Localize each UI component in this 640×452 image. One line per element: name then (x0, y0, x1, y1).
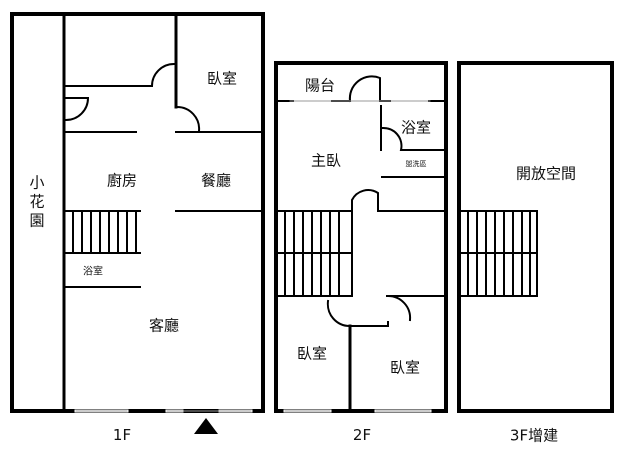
room-label-balcony: 陽台 (304, 76, 336, 95)
room-label-open-space: 開放空間 (515, 164, 577, 183)
room-label-bath: 浴室 (83, 266, 103, 278)
room-label-bedroom-2f-a: 臥室 (296, 344, 328, 363)
room-label-garden: 小花園 (27, 174, 46, 232)
room-label-master: 主臥 (310, 151, 342, 170)
floor-label-2f: 2F (352, 426, 372, 444)
room-label-dining: 餐廳 (200, 171, 232, 190)
room-label-bath-2f: 浴室 (400, 118, 432, 137)
floor-1-walls (10, 12, 265, 434)
room-label-wash: 盥洗區 (405, 160, 427, 168)
entrance-arrow-icon (194, 418, 218, 434)
room-label-bedroom: 臥室 (206, 69, 238, 88)
floor-2-walls (274, 61, 448, 413)
room-label-living: 客廳 (148, 316, 180, 335)
room-label-bedroom-2f-b: 臥室 (389, 358, 421, 377)
floor-label-1f: 1F (112, 426, 132, 444)
room-label-kitchen: 廚房 (106, 171, 138, 190)
floor-3-walls (457, 61, 614, 413)
floor-label-3f: 3F增建 (509, 426, 559, 445)
